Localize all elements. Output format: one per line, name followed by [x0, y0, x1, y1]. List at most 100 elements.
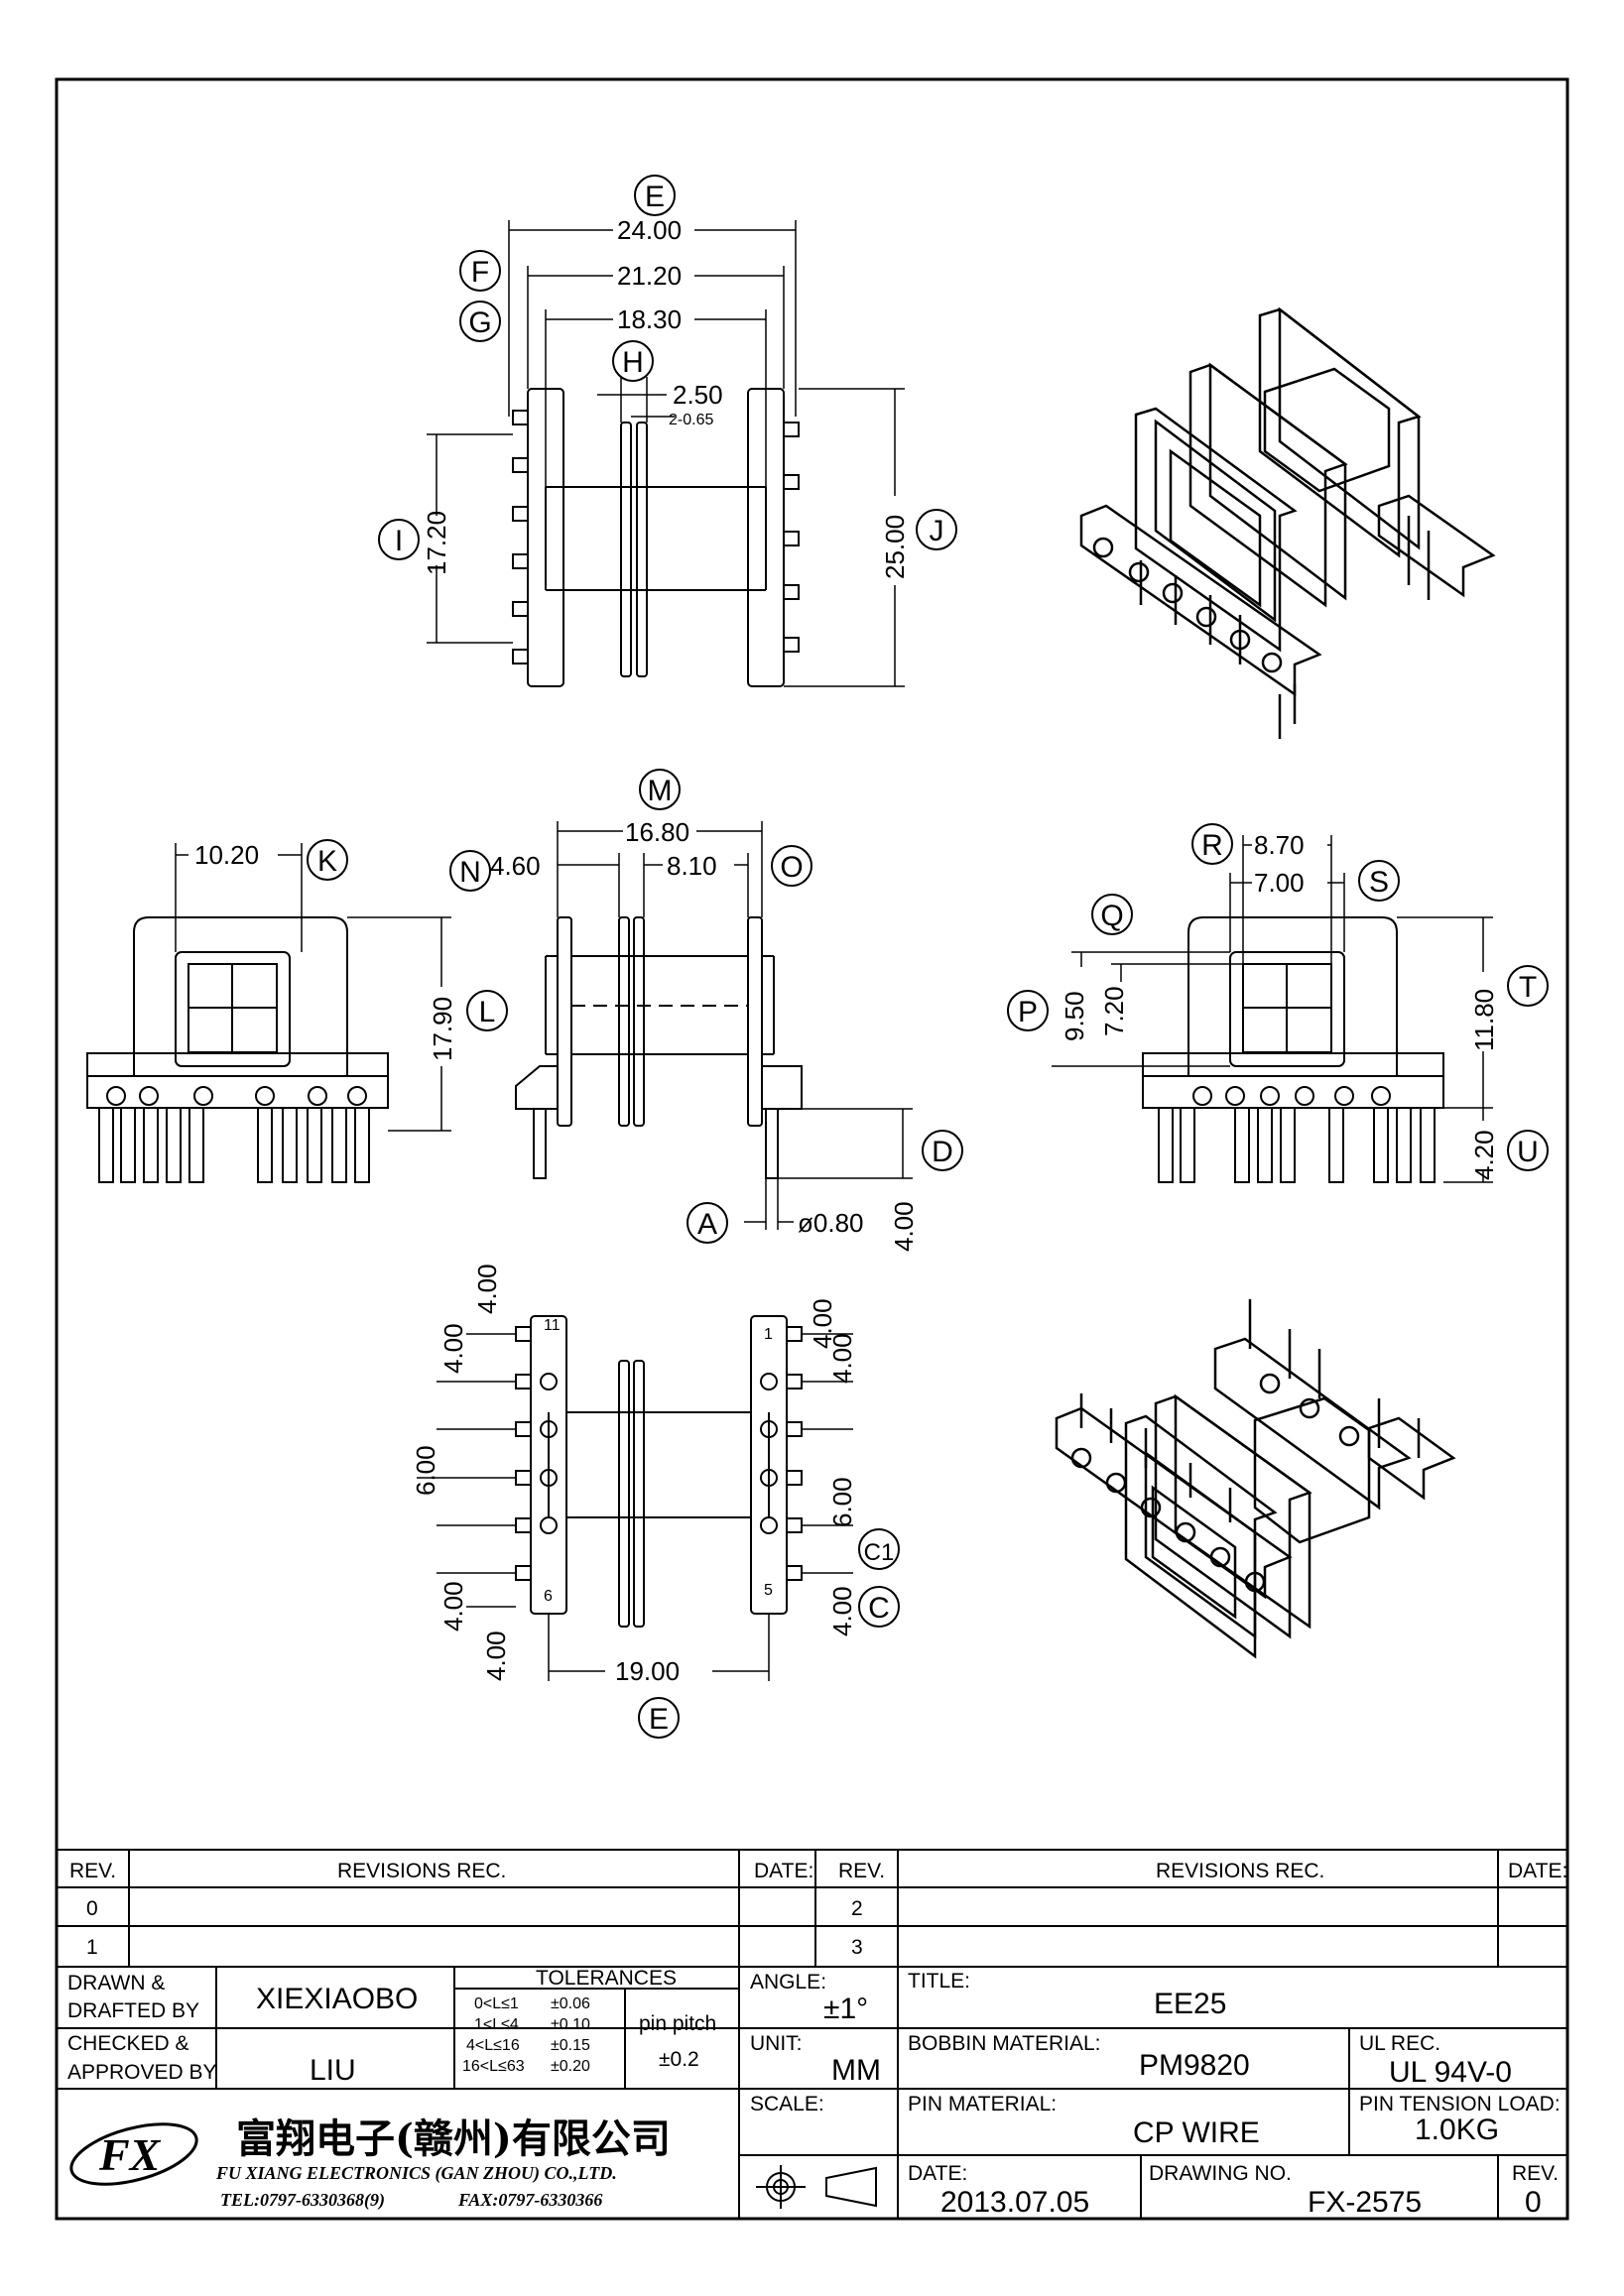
drawing-no-value: FX-2575: [1308, 2186, 1422, 2219]
checked-label-2: APPROVED BY: [67, 2061, 217, 2084]
angle-label: ANGLE:: [750, 1971, 826, 1994]
title-label: TITLE:: [908, 1970, 970, 1993]
bobbin-value: PM9820: [1139, 2049, 1250, 2082]
svg-text:K: K: [317, 845, 337, 878]
dim-24: 24.00: [617, 215, 682, 245]
dim-8-10: 8.10: [667, 851, 717, 881]
ul-label: UL REC.: [1359, 2032, 1440, 2055]
title-value: EE25: [1154, 1988, 1226, 2020]
scale-label: SCALE:: [750, 2093, 824, 2115]
company-logo-icon: FX: [69, 2122, 198, 2186]
pin-6: 6: [544, 1588, 553, 1605]
tol-range-1: 0<L≤1: [474, 1995, 519, 2012]
dim-7-20: 7.20: [1099, 986, 1129, 1036]
dim-8-70: 8.70: [1254, 830, 1305, 860]
unit-value: MM: [831, 2054, 881, 2087]
dim-bottom-r4c: 4.00: [827, 1586, 857, 1636]
svg-text:F: F: [471, 256, 489, 289]
angle-value: ±1°: [823, 1993, 868, 2025]
rev-row-2: 2: [851, 1897, 863, 1920]
date-label: DATE:: [908, 2162, 967, 2185]
tol-val-2: ±0.10: [551, 2016, 590, 2033]
svg-text:E: E: [645, 181, 665, 213]
svg-text:N: N: [459, 856, 481, 889]
projection-symbol-icon: [756, 2165, 877, 2209]
dim-bottom-4b: 4.00: [438, 1323, 468, 1374]
dim-10-20: 10.20: [194, 840, 259, 870]
dim-17-20: 17.20: [422, 511, 451, 575]
drawn-label-1: DRAWN &: [67, 1972, 165, 1994]
svg-text:H: H: [622, 346, 644, 379]
dim-bottom-6: 6.00: [411, 1445, 440, 1496]
dim-2-50: 2.50: [673, 380, 723, 410]
top-view: 24.00 21.20 18.30 2.50 2-0.65 17.20 25.0…: [422, 215, 910, 687]
svg-text:FX: FX: [98, 2129, 162, 2180]
ul-value: UL 94V-0: [1389, 2056, 1512, 2089]
pin-material-value: CP WIRE: [1133, 2116, 1260, 2149]
svg-text:U: U: [1517, 1136, 1539, 1168]
dim-21: 21.20: [617, 261, 682, 291]
callouts-top: E F G H I J: [378, 175, 957, 560]
dim-17-90: 17.90: [428, 997, 457, 1061]
unit-label: UNIT:: [750, 2032, 803, 2055]
revisions-header-left: REVISIONS REC.: [337, 1860, 506, 1882]
revisions-header-right: REVISIONS REC.: [1156, 1860, 1324, 1882]
pin-1: 1: [764, 1326, 773, 1343]
date-header-right: DATE:: [1508, 1860, 1567, 1882]
svg-text:L: L: [479, 996, 496, 1028]
bobbin-label: BOBBIN MATERIAL:: [908, 2032, 1101, 2055]
date-header-left: DATE:: [754, 1860, 813, 1882]
tol-val-1: ±0.06: [551, 1995, 590, 2012]
checked-value: LIU: [310, 2054, 356, 2087]
pin-material-label: PIN MATERIAL:: [908, 2093, 1057, 2115]
front-view: 16.80 4.60 8.10 ø0.80 4.00 M N O D A: [449, 769, 963, 1252]
dim-4-00-pin: 4.00: [889, 1201, 919, 1252]
dim-bottom-4c: 4.00: [438, 1581, 468, 1631]
checked-label-1: CHECKED &: [67, 2032, 189, 2055]
svg-text:O: O: [780, 851, 803, 884]
drawing-no-label: DRAWING NO.: [1149, 2162, 1292, 2185]
tol-range-2: 1<L≤4: [474, 2016, 519, 2033]
dim-bottom-r6: 6.00: [827, 1477, 857, 1527]
sheet-border: [55, 77, 1569, 2221]
svg-text:C: C: [868, 1592, 890, 1625]
svg-text:A: A: [697, 1208, 717, 1241]
svg-text:D: D: [932, 1136, 953, 1168]
dim-0-80: ø0.80: [798, 1208, 864, 1238]
dim-bottom-4d: 4.00: [481, 1631, 511, 1681]
pin-11: 11: [544, 1317, 561, 1334]
svg-text:T: T: [1519, 971, 1537, 1004]
svg-text:P: P: [1018, 996, 1038, 1028]
left-side-view: 10.20 17.90 K L: [86, 839, 508, 1183]
rev-value: 0: [1525, 2186, 1542, 2219]
svg-text:E: E: [649, 1703, 669, 1736]
rev-row-3: 3: [851, 1936, 863, 1959]
tension-label: PIN TENSION LOAD:: [1359, 2093, 1561, 2115]
dim-bottom-r4b: 4.00: [827, 1333, 857, 1384]
dim-bottom-r4a: 4.00: [808, 1298, 837, 1349]
dim-7-00: 7.00: [1254, 868, 1305, 898]
svg-text:G: G: [468, 306, 491, 339]
rev-label: REV.: [1512, 2162, 1559, 2185]
dim-16-80: 16.80: [625, 817, 689, 847]
tol-range-4: 16<L≤63: [462, 2058, 525, 2075]
right-side-view: 8.70 7.00 9.50 7.20 11.80 4.20 R S Q P T…: [1007, 823, 1549, 1183]
svg-text:J: J: [930, 515, 944, 547]
tolerances-header: TOLERANCES: [536, 1967, 677, 1990]
dim-11-80: 11.80: [1469, 989, 1499, 1051]
dim-4-20: 4.20: [1469, 1130, 1499, 1180]
dim-19: 19.00: [615, 1656, 680, 1686]
isometric-view-bottom: [1055, 1299, 1456, 1659]
drawn-value: XIEXIAOBO: [256, 1983, 418, 2015]
dim-2-065: 2-0.65: [669, 412, 713, 428]
tension-value: 1.0KG: [1415, 2114, 1499, 2146]
svg-text:Q: Q: [1100, 900, 1123, 932]
dim-4-60: 4.60: [490, 851, 541, 881]
bottom-view: 11 6 1 5 4.00 4.00 6.00 4.00 4.00 4.00: [411, 1264, 900, 1739]
rev-row-0: 0: [86, 1897, 98, 1920]
company-tel: TEL:0797-6330368(9): [220, 2190, 385, 2211]
svg-text:R: R: [1201, 829, 1223, 862]
rev-row-1: 1: [86, 1936, 98, 1959]
company-name-cn: 富翔电子(赣州)有限公司: [236, 2115, 671, 2162]
